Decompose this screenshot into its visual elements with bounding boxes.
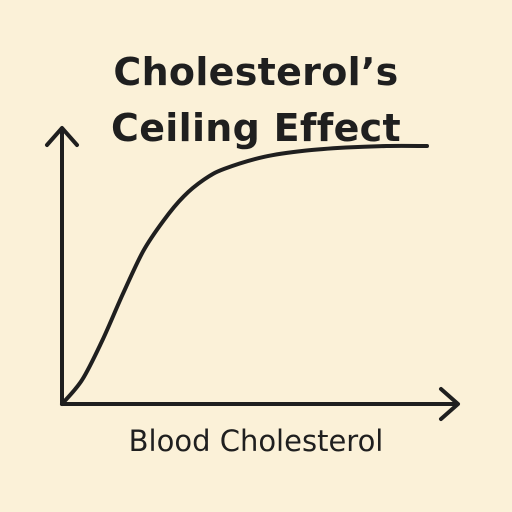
- y-axis-arrow: [45, 126, 79, 147]
- chart-title-line-1: Cholesterol’s: [113, 50, 399, 94]
- chart-axes: [45, 126, 460, 421]
- series-line-0: [60, 143, 429, 406]
- x-axis-arrow: [439, 387, 460, 421]
- chart-title-line-2: Ceiling Effect: [111, 106, 401, 150]
- chart-series-layer: [60, 143, 429, 406]
- x-axis-label: Blood Cholesterol: [128, 424, 384, 458]
